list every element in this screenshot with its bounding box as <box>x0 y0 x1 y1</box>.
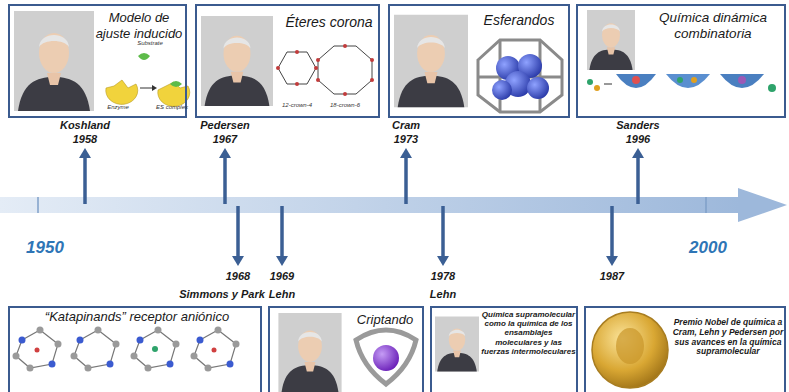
event-label: Lehn <box>269 288 295 300</box>
event-label: Cram <box>392 119 420 131</box>
illustration-caption: Enzyme <box>107 104 129 110</box>
event-box: Criptando <box>268 306 424 392</box>
portrait-photo <box>587 10 635 70</box>
event-box: Química supramolecular como la química d… <box>430 306 578 392</box>
event-title: “Katapinands” receptor aniónico <box>14 309 260 325</box>
cryptand-illustration <box>356 330 416 384</box>
crown-ether-illustration <box>278 46 372 94</box>
event-title: Éteres corona <box>281 14 377 31</box>
event-box: Modelo de ajuste inducido <box>8 4 187 118</box>
illustration-caption: ES complex <box>156 104 188 110</box>
event-box: Química dinámica combinatoria <box>576 4 786 118</box>
event-label: 1987 <box>600 270 624 282</box>
event-label: Koshland <box>60 119 110 131</box>
event-label: Pedersen <box>200 119 250 131</box>
event-box: Éteres corona <box>195 4 380 118</box>
event-label: 1958 <box>73 133 97 145</box>
event-label: Simmons y Park <box>179 288 265 300</box>
event-label: Sanders <box>616 119 659 131</box>
event-title: Premio Nobel de química a Cram, Lehn y P… <box>672 318 784 357</box>
event-title: Modelo de ajuste inducido <box>94 10 184 41</box>
timeline-bar <box>0 197 740 213</box>
katapinand-illustration <box>13 327 240 372</box>
event-label: 1973 <box>394 133 418 145</box>
tick-mark <box>37 197 39 213</box>
oxygen-atoms <box>276 44 374 96</box>
illustration-caption: 18-crown-6 <box>330 102 360 108</box>
portrait-photo <box>394 15 468 108</box>
event-title: Química supramolecular como la química d… <box>481 310 576 356</box>
event-ticks <box>79 148 644 266</box>
illustration-caption: Substrate <box>137 40 163 46</box>
timeline-head <box>738 188 787 222</box>
year-axis-label: 2000 <box>689 238 727 258</box>
portrait-photo <box>201 16 273 106</box>
year-axis-label: 1950 <box>26 238 64 258</box>
event-label: 1967 <box>213 133 237 145</box>
event-title: Criptando <box>348 312 422 328</box>
event-label: Lehn <box>430 288 456 300</box>
nobel-medal <box>592 312 668 388</box>
portrait-photo <box>14 11 94 111</box>
combinatorial-illustration <box>587 74 776 92</box>
event-label: 1968 <box>226 270 250 282</box>
event-box: Esferandos <box>388 4 570 118</box>
event-title: Esferandos <box>472 12 566 29</box>
event-box: Premio Nobel de química a Cram, Lehn y P… <box>584 306 786 392</box>
tick-mark <box>705 197 707 213</box>
enzyme-illustration <box>106 53 190 106</box>
spherand-illustration <box>478 40 562 112</box>
event-label: 1978 <box>431 270 455 282</box>
event-box: “Katapinands” receptor aniónico <box>8 306 262 392</box>
event-title: Química dinámica combinatoria <box>642 10 784 42</box>
event-label: 1996 <box>626 133 650 145</box>
event-label: 1969 <box>270 270 294 282</box>
portrait-photo <box>278 313 341 392</box>
portrait-photo <box>435 317 479 372</box>
illustration-caption: 12-crown-4 <box>282 102 312 108</box>
